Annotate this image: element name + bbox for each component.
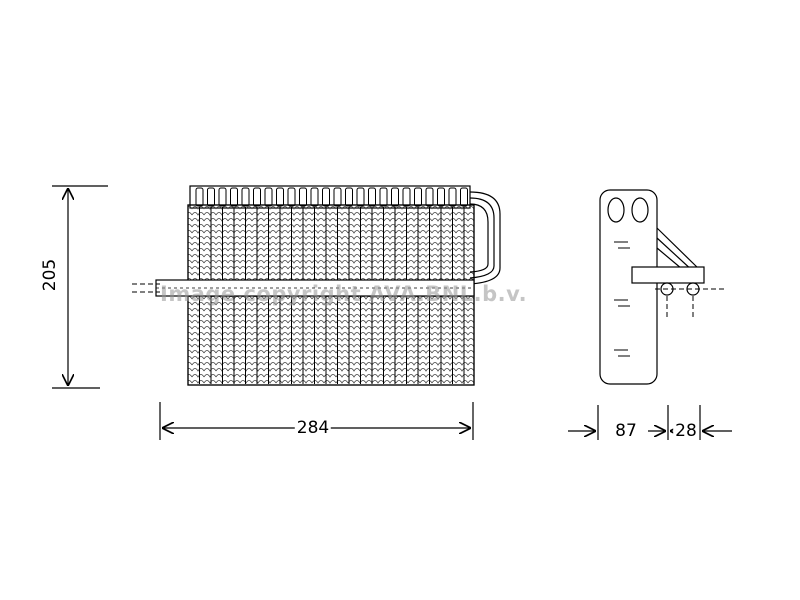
side-marks	[614, 241, 630, 357]
port-oval-right	[631, 197, 649, 223]
width-dimension-label: 284	[294, 418, 332, 438]
bent-pipe-1	[469, 191, 501, 285]
pipe-offset-dimension-label: 28	[673, 421, 699, 441]
side-view	[599, 189, 725, 385]
front-view	[132, 185, 501, 386]
connector-flange	[631, 266, 705, 284]
port-oval-left	[607, 197, 625, 223]
depth-dimension-label: 87	[613, 421, 639, 441]
bent-pipe-3	[469, 203, 489, 273]
dimension-lines	[52, 185, 732, 440]
copyright-watermark: Image copyright AVA.BNL.b.v.	[160, 282, 528, 306]
side-body	[599, 189, 658, 385]
bent-pipe-2	[469, 197, 495, 279]
height-dimension-label: 205	[40, 256, 60, 294]
